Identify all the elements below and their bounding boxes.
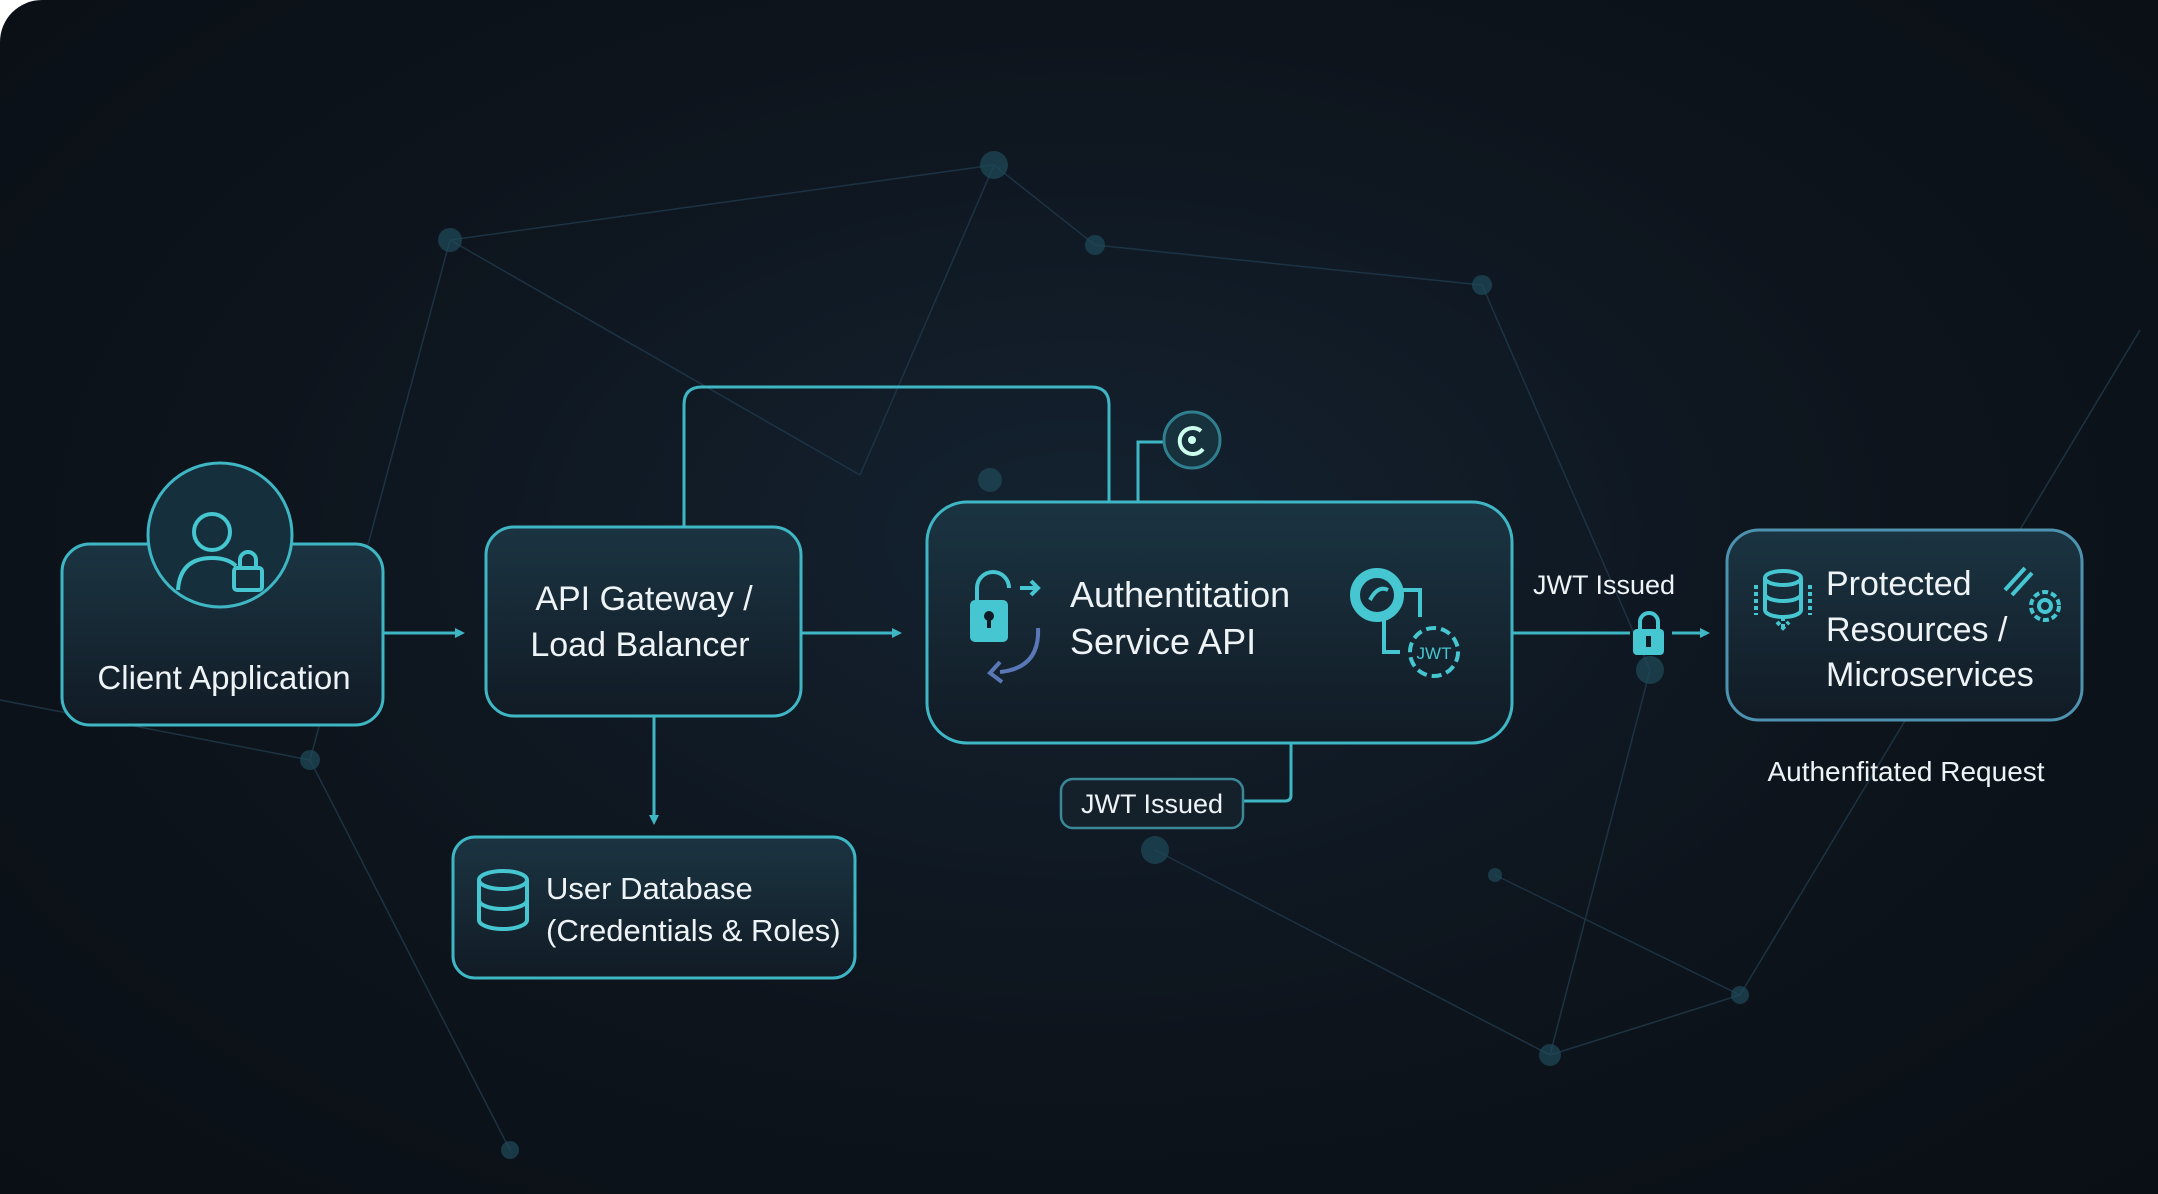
protected-label-line2: Resources / (1826, 611, 2008, 649)
client-avatar-circle (146, 461, 294, 609)
database-gear-icon (1754, 566, 2061, 631)
protected-label-line3: Microservices (1826, 656, 2034, 694)
connector-top-node (1136, 440, 1164, 502)
protected-resources-node: Protected Resources / Microservices (1725, 528, 2084, 722)
lock-icon (1633, 611, 1664, 655)
api-gateway-node: API Gateway / Load Balancer (484, 525, 803, 718)
user-lock-icon (176, 512, 264, 592)
jwt-icon-text: JWT (1417, 644, 1452, 663)
gateway-label-line2: Load Balancer (530, 626, 749, 664)
connector-jwt-bottom (1243, 743, 1293, 803)
jwt-issued-bottom-label: JWT Issued (1081, 789, 1223, 819)
client-label: Client Application (97, 659, 350, 696)
protected-label-line1: Protected (1826, 565, 1972, 603)
jwt-issued-badge: JWT Issued (1059, 777, 1245, 830)
client-application-node: Client Application (60, 461, 385, 727)
auth-service-node: Authentitation Service API JWT (925, 500, 1514, 745)
jwt-issued-right-label: JWT Issued (1533, 570, 1675, 600)
authenticated-request-label: Authenfitated Request (1767, 756, 2044, 787)
background-network (0, 151, 2141, 1159)
gateway-label-line1: API Gateway / (535, 580, 753, 618)
auth-label-line1: Authentitation (1070, 574, 1290, 615)
lock-refresh-icon (970, 570, 1041, 684)
loop-gateway-auth (682, 385, 1111, 527)
user-database-node: User Database (Credentials & Roles) (451, 835, 857, 980)
refresh-circle-icon (1162, 410, 1222, 470)
auth-label-line2: Service API (1070, 621, 1256, 662)
jwt-token-icon: JWT (1350, 568, 1460, 678)
database-icon (477, 869, 529, 931)
database-label-line2: (Credentials & Roles) (546, 913, 841, 948)
database-label-line1: User Database (546, 871, 753, 906)
